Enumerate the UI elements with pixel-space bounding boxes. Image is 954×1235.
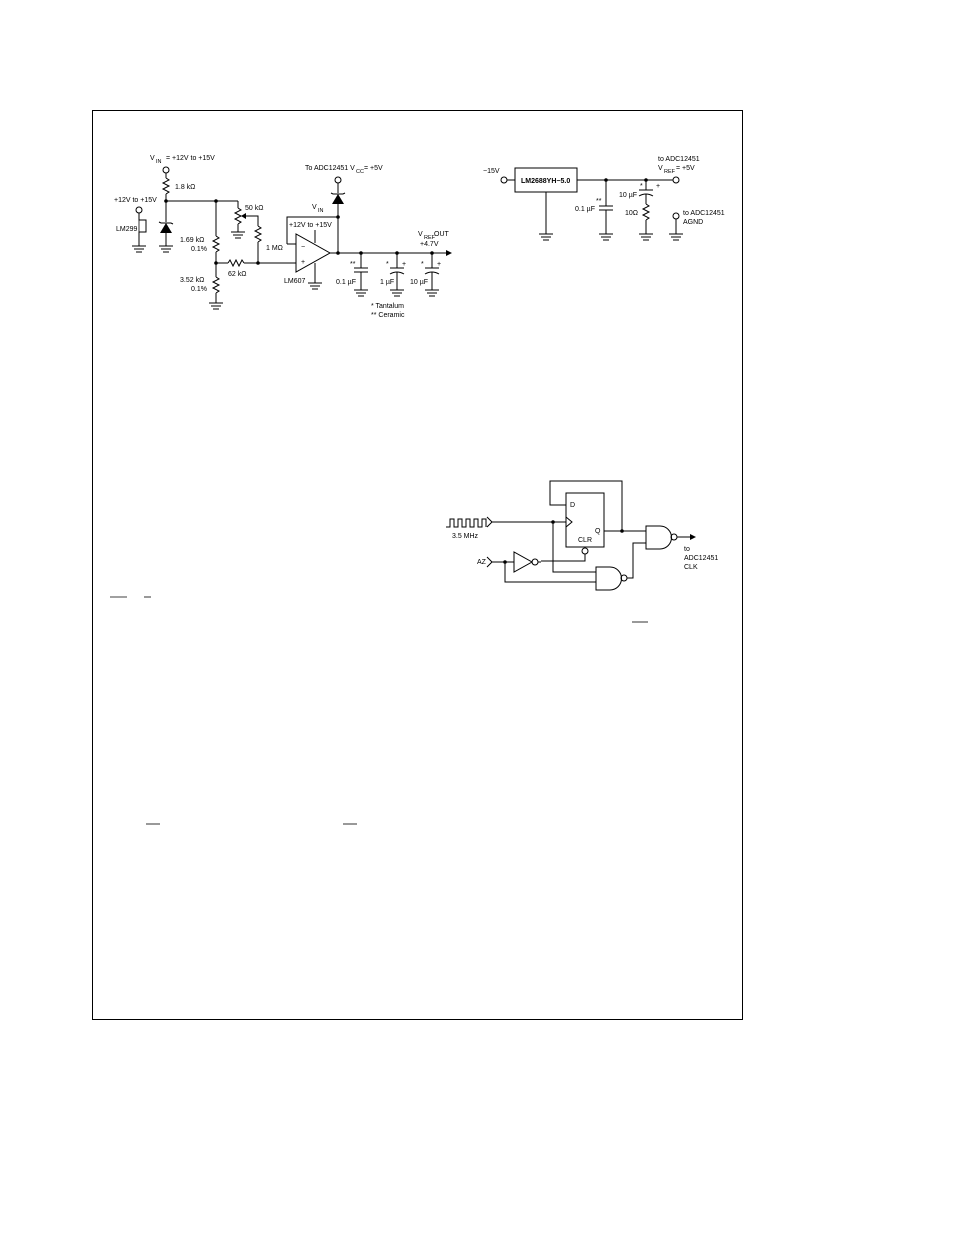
reg-resistor [641,203,651,221]
vin-label: V [150,155,155,162]
legend-ceramic: ** Ceramic [371,312,405,319]
vref-out-val: +4.7V [420,241,439,248]
to-adc-val: = +5V [364,165,383,172]
c2-mark: * [386,261,389,268]
r-169-tol: 0.1% [191,246,207,253]
reg-c-cer: 0.1 µF [575,206,595,213]
supply-label: +12V to +15V [114,197,157,204]
nand-upper [645,525,672,550]
pot-50k [233,207,243,225]
r-169-label: 1.69 kΩ [180,237,204,244]
reg-c-tant-mark: * [640,183,643,190]
to-adc-label: To ADC12451 V [305,165,355,172]
reg-vref: V [658,165,663,172]
cap-1u: * + 1 µF [380,251,406,297]
vref-out-label: OUT [434,231,450,238]
r-352-label: 3.52 kΩ [180,277,204,284]
svg-text:+: + [437,261,441,268]
reg-vref-val: = +5V [676,165,695,172]
opamp-plus: + [301,259,305,266]
r-62k-label: 62 kΩ [228,271,246,278]
r-352-tol: 0.1% [191,286,207,293]
c2-label: 1 µF [380,279,394,286]
reg-agnd: AGND [683,219,703,226]
clk-to: to [684,546,690,553]
flip-flop [565,492,605,548]
reg-r: 10Ω [625,210,638,217]
reg-c-cer-mark: ** [596,198,602,205]
ff-clr: CLR [578,537,592,544]
cap-0u1: ** 0.1 µF [336,251,368,297]
pot-50k-label: 50 kΩ [245,205,263,212]
reg-ic-label: LM2688YH−5.0 [521,178,570,185]
reg-c-tant: 10 µF [619,192,637,199]
inverter [513,551,534,573]
resistor-3k52 [211,276,221,294]
resistor-1m [253,225,263,243]
opamp-minus: − [301,244,305,251]
az-label: AZ [477,559,487,566]
svg-text:+: + [402,261,406,268]
vin-range: = +12V to +15V [166,155,215,162]
resistor-62k [227,258,245,268]
r-top-label: 1.8 kΩ [175,184,195,191]
opamp-vin: V [312,204,317,211]
opamp-label: LM607 [284,278,306,285]
opamp-supply: +12V to +15V [289,222,332,229]
c1-label: 0.1 µF [336,279,356,286]
reg-vin: −15V [483,168,500,175]
c3-mark: * [421,261,424,268]
reference-circuit: V IN = +12V to +15V 1.8 kΩ +12V to +15V … [114,155,452,319]
ff-q: Q [595,528,601,535]
osc-waveform [446,518,487,528]
resistor-1k8 [161,177,171,195]
vref-out-v: V [418,231,423,238]
ic-zener-label: LM299 [116,226,138,233]
cap-10u: * + 10 µF [410,251,441,297]
zener-diode [160,223,172,233]
osc-label: 3.5 MHz [452,533,479,540]
figure-frame [92,110,743,1020]
r-1m-label: 1 MΩ [266,245,283,252]
clk-dest: ADC12451 [684,555,718,562]
nand-lower [595,566,622,591]
opamp-vin-sub: IN [318,208,324,214]
svg-text:+: + [656,183,660,190]
legend-tantalum: * Tantalum [371,303,404,310]
ff-d: D [570,502,575,509]
vref-out-sub: REF [424,235,436,241]
c1-mark: ** [350,261,356,268]
clk-label: CLK [684,564,698,571]
reg-to-adc: to ADC12451 [658,156,700,163]
to-adc-sub: CC [356,169,364,175]
c3-label: 10 µF [410,279,428,286]
regulator-circuit: −15V LM2688YH−5.0 to ADC12451 V REF = +5… [483,156,725,241]
opamp-lm607 [295,233,332,273]
vin-sub: IN [156,159,162,165]
resistor-1k69 [211,235,221,253]
reg-vref-sub: REF [664,169,676,175]
overbar-marks [110,596,648,825]
reg-agnd-to: to ADC12451 [683,210,725,217]
clock-circuit: 3.5 MHz D Q CLR AZ [446,480,718,591]
